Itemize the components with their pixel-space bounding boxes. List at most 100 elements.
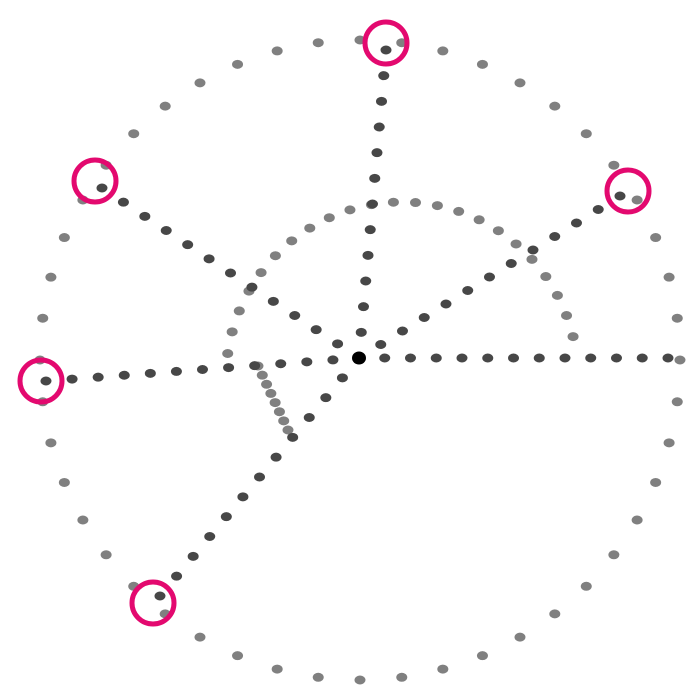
spoke-dot-upper-left — [267, 296, 279, 306]
spokes — [40, 45, 674, 601]
spoke-dot-left — [92, 372, 104, 382]
spoke-dot-upper-left — [289, 311, 301, 320]
spoke-dot-upper-right — [418, 313, 430, 322]
spoke-dot-right — [559, 353, 571, 363]
inner-arc-dot — [473, 215, 485, 225]
outer-dot — [77, 515, 89, 525]
outer-dot — [159, 101, 171, 111]
outer-dot — [45, 272, 57, 282]
spoke-dot-upper-left — [225, 268, 236, 278]
outer-dot — [476, 651, 488, 661]
spoke-dot-top — [355, 327, 367, 337]
spoke-dot-left — [40, 376, 52, 386]
outer-dot — [45, 438, 57, 448]
highlight-circle — [71, 157, 119, 205]
outer-dot — [232, 59, 244, 69]
spoke-dot-right — [585, 353, 597, 363]
spoke-dot-right — [533, 353, 545, 363]
inner-branch-dot — [282, 425, 294, 435]
spoke-dot-lower-left — [204, 532, 216, 541]
outer-dot — [100, 550, 112, 560]
spoke-dot-left — [197, 365, 208, 374]
spoke-dot-lower-left — [220, 512, 232, 522]
spoke-dot-upper-left — [203, 254, 215, 264]
spoke-dot-upper-right — [397, 326, 408, 336]
outer-dot — [37, 313, 49, 323]
spoke-dot-left — [327, 355, 339, 365]
outer-dot — [608, 550, 620, 560]
highlight-circle — [362, 19, 410, 67]
spoke-dot-upper-left — [117, 197, 129, 207]
outer-dot — [514, 78, 526, 88]
outer-dot — [476, 59, 488, 69]
spoke-dot-right — [662, 353, 674, 363]
outer-dot — [549, 609, 561, 619]
spoke-dot-left — [118, 370, 130, 380]
spoke-dot-upper-left — [182, 240, 194, 250]
center-dot — [352, 351, 366, 365]
spoke-dot-right — [508, 353, 519, 363]
outer-dot — [396, 672, 408, 682]
outer-dot — [631, 195, 643, 205]
spoke-dot-right — [611, 353, 622, 363]
inner-branch-dot — [261, 379, 273, 389]
outer-dot — [58, 477, 70, 487]
inner-arc-dot — [304, 223, 316, 233]
outer-dot — [437, 46, 449, 56]
outer-dot — [671, 397, 683, 407]
spoke-dot-top — [358, 302, 369, 312]
inner-branch-dot — [269, 398, 281, 408]
spoke-dot-left — [249, 361, 261, 371]
outer-dot — [437, 664, 449, 674]
inner-branch-dot — [265, 388, 277, 398]
highlight-circle — [604, 167, 652, 215]
spoke-dot-lower-left — [237, 492, 249, 502]
inner-arc-dot — [431, 201, 443, 211]
highlight-circle — [17, 357, 65, 405]
spoke-dot-right — [430, 353, 442, 363]
spoke-dot-upper-left — [246, 282, 258, 292]
outer-dot — [549, 101, 561, 111]
spoke-dot-top — [362, 250, 374, 260]
outer-dot — [650, 233, 662, 243]
spoke-dot-upper-right — [571, 218, 582, 228]
spoke-dot-upper-left — [96, 183, 108, 193]
outer-dot — [232, 651, 244, 661]
spoke-dot-right — [636, 353, 648, 363]
inner-arc-dot — [492, 226, 504, 236]
inner-arc-dot — [551, 290, 563, 300]
inner-arc-dot — [286, 236, 298, 246]
outer-dot — [650, 477, 662, 487]
inner-arc-dot — [323, 213, 335, 223]
spoke-dot-upper-right — [440, 299, 452, 309]
spoke-dot-upper-left — [160, 226, 172, 235]
spoke-dot-right — [379, 353, 391, 363]
outer-dot — [663, 272, 675, 282]
spoke-dot-left — [66, 374, 78, 384]
inner-arc-dot — [567, 332, 579, 342]
outer-dot — [271, 664, 283, 674]
inner-arc-dot — [561, 311, 573, 321]
spoke-dot-upper-right — [484, 272, 495, 282]
spoke-dot-lower-left — [320, 393, 332, 403]
inner-arc-dot — [233, 306, 245, 316]
outer-dot — [671, 313, 683, 323]
inner-arc-dot — [410, 198, 422, 208]
spoke-dot-lower-left — [303, 413, 315, 422]
outer-dot — [271, 46, 283, 56]
outer-dot — [312, 38, 324, 48]
outer-dot — [674, 355, 686, 365]
outer-dot — [631, 515, 643, 525]
outer-dot — [580, 581, 592, 591]
outer-dot — [354, 675, 366, 685]
spoke-dot-upper-left — [332, 339, 344, 349]
spoke-dot-lower-left — [270, 452, 282, 462]
spoke-dot-upper-right — [375, 340, 387, 349]
inner-arc-dot — [255, 268, 267, 278]
spoke-dot-top — [371, 148, 383, 158]
spoke-dot-top — [367, 199, 378, 209]
outer-dot — [580, 129, 592, 139]
inner-arc-dot — [510, 239, 522, 249]
spoke-dot-left — [144, 368, 156, 378]
spoke-dot-lower-left — [187, 551, 199, 561]
